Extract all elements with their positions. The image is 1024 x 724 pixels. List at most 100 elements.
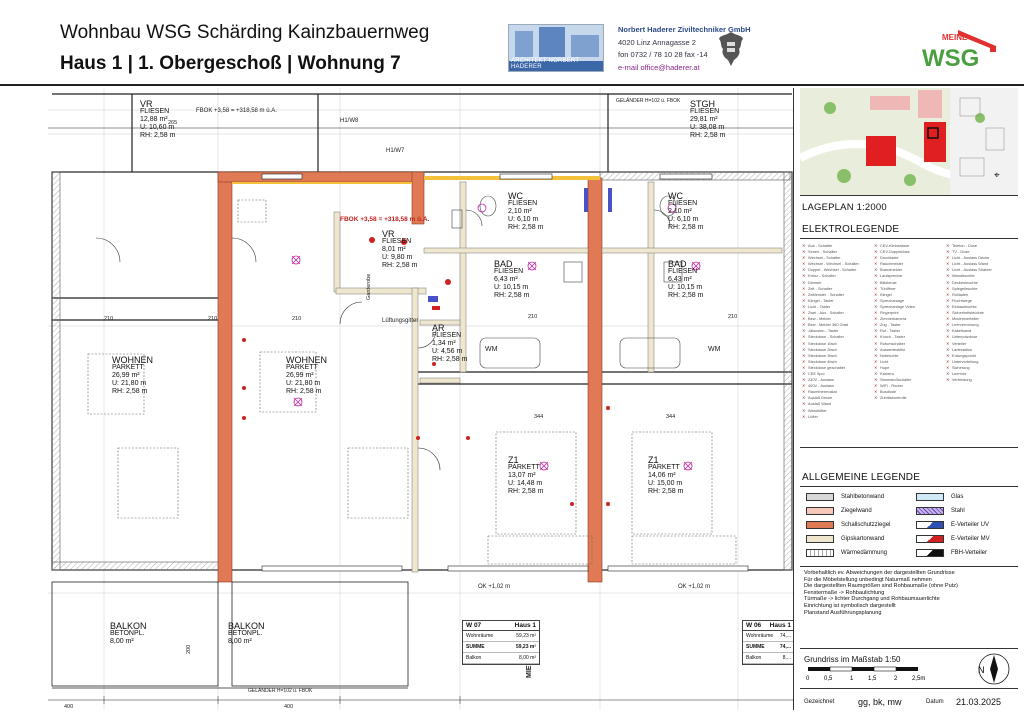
electrical-symbol-icon: ✕ [874, 370, 878, 376]
electrical-legend-item: ✕Sprechanlage [874, 298, 946, 304]
legend-label: E-Verteiler UV [951, 522, 990, 528]
electrical-legend-label: Ruf - Taster [880, 328, 901, 334]
floor-level-red: FBOK +3,58 = +318,58 m ü.A. [340, 216, 430, 223]
note-line: Fenstermaße -> Rohbaulichtung [804, 589, 885, 596]
electrical-legend-item: ✕Verbindung [946, 377, 1018, 383]
electrical-legend-label: Brandmelder [880, 267, 903, 273]
electrical-legend-item: ✕Lautsprecher [874, 273, 946, 279]
legend-label: E-Verteiler MV [951, 536, 990, 542]
electrical-legend-label: 230V - Auslass [808, 377, 834, 383]
railing-label-bottom: GELÄNDER H=102 ü. FBOK [248, 688, 313, 694]
architect-logo: ARCHITEKT NORBERT HADERER [508, 24, 604, 72]
electrical-legend-item: ✕Deckenleuchte [946, 280, 1018, 286]
dim-3: 210 [292, 316, 302, 322]
electrical-symbol-icon: ✕ [874, 273, 878, 279]
electrical-legend-label: Auslaß Decke [808, 395, 833, 401]
insulation-strip-2 [232, 182, 412, 184]
electrical-legend-label: Auswertestelle [880, 346, 906, 352]
ventilation-grille-label: Lüftungsgitter [382, 318, 419, 324]
note-line: Die dargestellten Raumgrößen sind Rohbau… [804, 583, 958, 590]
electrical-symbol-icon: ✕ [946, 303, 950, 309]
legend-item: E-Verteiler MV [916, 535, 990, 543]
electrical-legend-item: ✕Notleuchte [874, 353, 946, 359]
electrical-symbol-icon: ✕ [802, 358, 806, 364]
electrical-legend-item: ✕Steckdose 1fach [802, 341, 874, 347]
electrical-legend-item: ✕Auslaß Wand [802, 401, 874, 407]
electrical-legend-label: TV - Dose [952, 249, 970, 255]
electrical-symbol-icon: ✕ [802, 401, 806, 407]
electrical-symbol-icon: ✕ [946, 279, 950, 285]
electrical-legend-item: ✕Stromstoßschalter [874, 377, 946, 383]
electrical-legend-title: ELEKTROLEGENDE [802, 224, 900, 235]
electrical-legend-item: ✕Leerverrohrung [946, 322, 1018, 328]
scale-title: Grundriss im Maßstab 1:50 [804, 655, 901, 664]
electrical-legend-label: Busdiode [880, 389, 897, 395]
electrical-legend-label: Jalousien - Taster [808, 328, 839, 334]
electrical-symbol-icon: ✕ [946, 346, 950, 352]
legend-label: Gipskartonwand [841, 536, 885, 542]
electrical-legend-item: ✕Licht - Auslass Strahler [946, 267, 1018, 273]
legend-label: Schallschutzziegel [841, 522, 891, 528]
electrical-legend-item: ✕Steckdose 2fach [802, 347, 874, 353]
electrical-legend-item: ✕Spiegelleuchte [946, 286, 1018, 292]
electrical-legend-item: ✕Fluchtwege [946, 298, 1018, 304]
legend-swatch [806, 549, 834, 557]
electrical-legend-label: Rauchmelder [880, 261, 904, 267]
electrical-legend-label: Sprechanlage Video [880, 303, 915, 309]
washer-label-1: WM [485, 346, 498, 353]
legend-swatch [806, 507, 834, 515]
dim-2: 210 [208, 316, 218, 322]
electrical-legend-label: Zimmerkamera [880, 316, 907, 322]
electrical-legend-item: ✕Zug - Taster [874, 322, 946, 328]
house-logo-icon: MEINE WSG [922, 30, 996, 72]
electrical-legend-label: Verteiler [952, 340, 967, 346]
electrical-symbol-icon: ✕ [874, 377, 878, 383]
electrical-legend-label: Klingel - Taster [808, 297, 834, 303]
legend-item: Gipskartonwand [806, 535, 884, 543]
electrical-legend-label: Notleuchte [880, 352, 899, 358]
electrical-legend-item: ✕Auswertestelle [874, 347, 946, 353]
electrical-symbol-icon: ✕ [802, 297, 806, 303]
electrical-legend-label: Fingerprint [880, 310, 899, 316]
electrical-symbol-icon: ✕ [802, 291, 806, 297]
electrical-legend-label: Drucktaste [880, 255, 899, 261]
electrical-symbol-icon: ✕ [946, 316, 950, 322]
electrical-legend: ✕Aus - Schalter✕Serien - Schalter✕Wechse… [800, 238, 1018, 448]
electrical-symbol-icon: ✕ [874, 255, 878, 261]
electrical-legend-item: ✕Klingel [874, 292, 946, 298]
electrical-symbol-icon: ✕ [802, 285, 806, 291]
electrical-legend-item: ✕Zwei - Aus - Schalter [802, 310, 874, 316]
electrical-legend-label: Kamera [880, 370, 894, 376]
electrical-legend-item: ✕Licht [874, 359, 946, 365]
electrical-legend-item: ✕Wechsel - Schalter [802, 255, 874, 261]
electrical-legend-label: Serien - Schalter [808, 249, 837, 255]
general-legend-title: ALLGEMEINE LEGENDE [802, 472, 921, 483]
electrical-legend-item: ✕Fingerprint [874, 310, 946, 316]
architect-logo-text: ARCHITEKT NORBERT HADERER [511, 58, 580, 70]
electrical-legend-label: Spiegelleuchte [952, 285, 978, 291]
electrical-legend-item: ✕Doppel - Wechsel - Schalter [802, 267, 874, 273]
electrical-legend-item: ✕Drucktaste [874, 255, 946, 261]
dim-0: 265 [168, 120, 178, 126]
electrical-legend-item: ✕Verteiler [946, 341, 1018, 347]
electrical-legend-label: Steckdose 3fach [808, 352, 837, 358]
legend-panel: ⌖ LAGEPLAN 1:2000 ELEKTROLEGENDE ✕Aus - … [794, 88, 1024, 724]
site-plan-map: ⌖ [800, 88, 1018, 196]
floor-plan-drawing [48, 88, 793, 710]
company-address: 4020 Linz Annagasse 2 [618, 37, 696, 47]
legend-swatch [916, 507, 944, 515]
electrical-symbol-icon: ✕ [946, 261, 950, 267]
legend-item: Wärmedämmung [806, 549, 887, 557]
electrical-symbol-icon: ✕ [946, 310, 950, 316]
electrical-symbol-icon: ✕ [802, 328, 806, 334]
electrical-legend-label: Zug - Taster [880, 322, 901, 328]
electrical-legend-item: ✕Rufumschalter [874, 341, 946, 347]
electrical-legend-item: ✕Dimmer [802, 280, 874, 286]
electrical-legend-item: ✕CEV-Kleinstdose [874, 243, 946, 249]
